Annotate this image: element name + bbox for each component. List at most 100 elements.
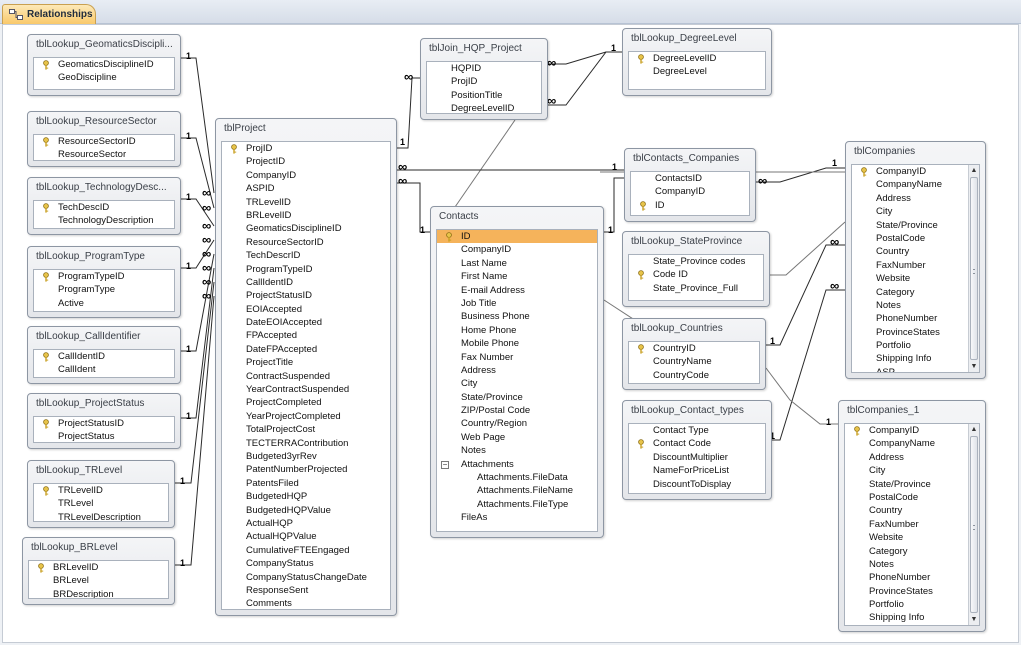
field-shipping-info[interactable]: Shipping Info bbox=[852, 352, 979, 365]
field-techdescid[interactable]: TechDescID bbox=[34, 201, 174, 214]
field-contact-code[interactable]: Contact Code bbox=[629, 437, 765, 450]
table-tbllookup-geomatics[interactable]: tblLookup_GeomaticsDiscipli... GeomaticsD… bbox=[27, 34, 181, 96]
field-trlevelid[interactable]: TRLevelID bbox=[34, 484, 168, 497]
field-fpaccepted[interactable]: FPAccepted bbox=[222, 329, 390, 342]
field-category[interactable]: Category bbox=[852, 286, 979, 299]
field-state-province[interactable]: State/Province bbox=[437, 391, 597, 404]
field-website[interactable]: Website bbox=[845, 531, 979, 544]
tab-relationships[interactable]: Relationships bbox=[2, 4, 96, 24]
field-degreelevelid[interactable]: DegreeLevelID bbox=[629, 52, 765, 65]
table-title[interactable]: tblLookup_GeomaticsDiscipli... bbox=[36, 39, 173, 50]
field-companyname[interactable]: CompanyName bbox=[845, 437, 979, 450]
field-fax-number[interactable]: Fax Number bbox=[437, 351, 597, 364]
field-countryid[interactable]: CountryID bbox=[629, 342, 759, 355]
field-projectid[interactable]: ProjectID bbox=[222, 155, 390, 168]
field-e-mail-address[interactable]: E-mail Address bbox=[437, 284, 597, 297]
field-projectstatusid[interactable]: ProjectStatusID bbox=[34, 417, 174, 430]
field-website[interactable]: Website bbox=[852, 272, 979, 285]
field-attachments-filename[interactable]: Attachments.FileName bbox=[437, 484, 597, 497]
collapse-toggle-icon[interactable]: − bbox=[441, 459, 449, 469]
field-datefpaccepted[interactable]: DateFPAccepted bbox=[222, 343, 390, 356]
field-nameforpricelist[interactable]: NameForPriceList bbox=[629, 464, 765, 477]
scroll-thumb[interactable] bbox=[970, 177, 978, 360]
table-title[interactable]: tblLookup_TRLevel bbox=[36, 465, 123, 476]
scroll-down-arrow-icon[interactable]: ▼ bbox=[970, 363, 978, 370]
field-companyid[interactable]: CompanyID bbox=[437, 243, 597, 256]
field-category[interactable]: Category bbox=[845, 545, 979, 558]
field-patentnumberprojected[interactable]: PatentNumberProjected bbox=[222, 463, 390, 476]
field-notes[interactable]: Notes bbox=[852, 299, 979, 312]
field-portfolio[interactable]: Portfolio bbox=[852, 339, 979, 352]
field-state-province-codes[interactable]: State_Province codes bbox=[629, 255, 763, 268]
field-hqpid[interactable]: HQPID bbox=[427, 62, 541, 75]
field-postalcode[interactable]: PostalCode bbox=[845, 491, 979, 504]
scroll-thumb[interactable] bbox=[970, 436, 978, 613]
field-projid[interactable]: ProjID bbox=[427, 75, 541, 88]
field-projectstatus[interactable]: ProjectStatus bbox=[34, 430, 174, 442]
field-companyid[interactable]: CompanyID bbox=[845, 424, 979, 437]
field-dateeoiaccepted[interactable]: DateEOIAccepted bbox=[222, 316, 390, 329]
field-city[interactable]: City bbox=[437, 377, 597, 390]
field-city[interactable]: City bbox=[852, 205, 979, 218]
field-faxnumber[interactable]: FaxNumber bbox=[845, 518, 979, 531]
field-attachments-filedata[interactable]: Attachments.FileData bbox=[437, 471, 597, 484]
field-country-region[interactable]: Country/Region bbox=[437, 417, 597, 430]
field-faxnumber[interactable]: FaxNumber bbox=[852, 259, 979, 272]
field-comments[interactable]: Comments bbox=[222, 597, 390, 609]
field-contact-type[interactable]: Contact Type bbox=[629, 424, 765, 437]
field-companyid[interactable]: CompanyID bbox=[222, 169, 390, 182]
table-title[interactable]: tblProject bbox=[224, 123, 266, 134]
field-responsesent[interactable]: ResponseSent bbox=[222, 584, 390, 597]
field-companyid[interactable]: CompanyID bbox=[852, 165, 979, 178]
table-title[interactable]: tblLookup_CallIdentifier bbox=[36, 331, 141, 342]
table-title[interactable]: tblLookup_ProgramType bbox=[36, 251, 145, 262]
field-postalcode[interactable]: PostalCode bbox=[852, 232, 979, 245]
field-contactsid[interactable]: ContactsID bbox=[631, 172, 749, 185]
table-title[interactable]: Contacts bbox=[439, 211, 479, 222]
field-totalprojectcost[interactable]: TotalProjectCost bbox=[222, 423, 390, 436]
field-projectcompleted[interactable]: ProjectCompleted bbox=[222, 396, 390, 409]
field-countrycode[interactable]: CountryCode bbox=[629, 369, 759, 382]
field-country[interactable]: Country bbox=[852, 245, 979, 258]
field-aspid[interactable]: ASPID bbox=[222, 182, 390, 195]
scroll-up-arrow-icon[interactable]: ▲ bbox=[970, 426, 978, 433]
field-state-province[interactable]: State/Province bbox=[845, 478, 979, 491]
field-provincestates[interactable]: ProvinceStates bbox=[852, 326, 979, 339]
field-yearcontractsuspended[interactable]: YearContractSuspended bbox=[222, 383, 390, 396]
field-active[interactable]: Active bbox=[34, 297, 174, 310]
field-mobile-phone[interactable]: Mobile Phone bbox=[437, 337, 597, 350]
table-title[interactable]: tblLookup_StateProvince bbox=[631, 236, 743, 247]
field-address[interactable]: Address bbox=[845, 451, 979, 464]
scroll-down-arrow-icon[interactable]: ▼ bbox=[970, 616, 978, 623]
field-trlevelid[interactable]: TRLevelID bbox=[222, 196, 390, 209]
field-callidentid[interactable]: CallIdentID bbox=[222, 276, 390, 289]
field-projid[interactable]: ProjID bbox=[222, 142, 390, 155]
field-resourcesectorid[interactable]: ResourceSectorID bbox=[34, 135, 174, 148]
field-notes[interactable]: Notes bbox=[437, 444, 597, 457]
field-callident[interactable]: CallIdent bbox=[34, 363, 174, 376]
